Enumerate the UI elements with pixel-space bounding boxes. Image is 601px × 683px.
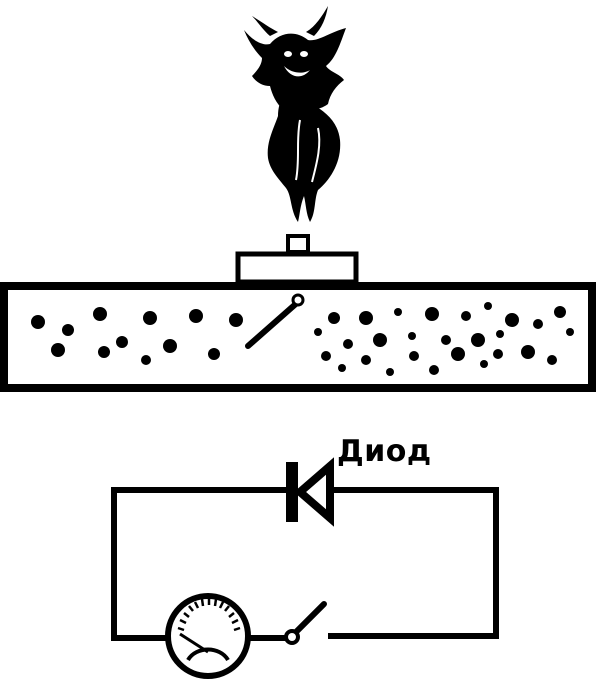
galvanometer-icon	[165, 593, 251, 679]
diode-label: Диод	[337, 434, 432, 469]
diode-bar	[286, 462, 298, 522]
demon-body	[267, 98, 341, 222]
galvanometer-case	[165, 593, 251, 679]
circuit-wire-top-left	[111, 487, 296, 641]
switch-pivot	[284, 629, 300, 645]
diode-triangle	[293, 457, 334, 527]
switch-blade	[289, 601, 327, 639]
trapdoor-lid	[235, 251, 359, 285]
trapdoor-flap	[245, 299, 301, 349]
trapdoor-hinge	[291, 293, 305, 307]
demon-right-horn	[306, 6, 328, 36]
molecules-right	[314, 302, 574, 376]
circuit-wire-top-right	[316, 487, 499, 639]
switch-icon	[284, 601, 327, 645]
demon-left-eye	[284, 51, 292, 57]
demon-grin	[284, 66, 310, 77]
demon-right-eye	[300, 51, 308, 57]
trapdoor-icon	[235, 234, 359, 285]
demon-left-horn	[252, 16, 278, 36]
trapdoor-knob	[286, 234, 310, 254]
molecules-left	[31, 307, 243, 365]
demon-icon	[244, 6, 346, 222]
circuit	[111, 487, 499, 641]
diode-icon	[286, 457, 334, 527]
demon-head	[244, 28, 346, 114]
